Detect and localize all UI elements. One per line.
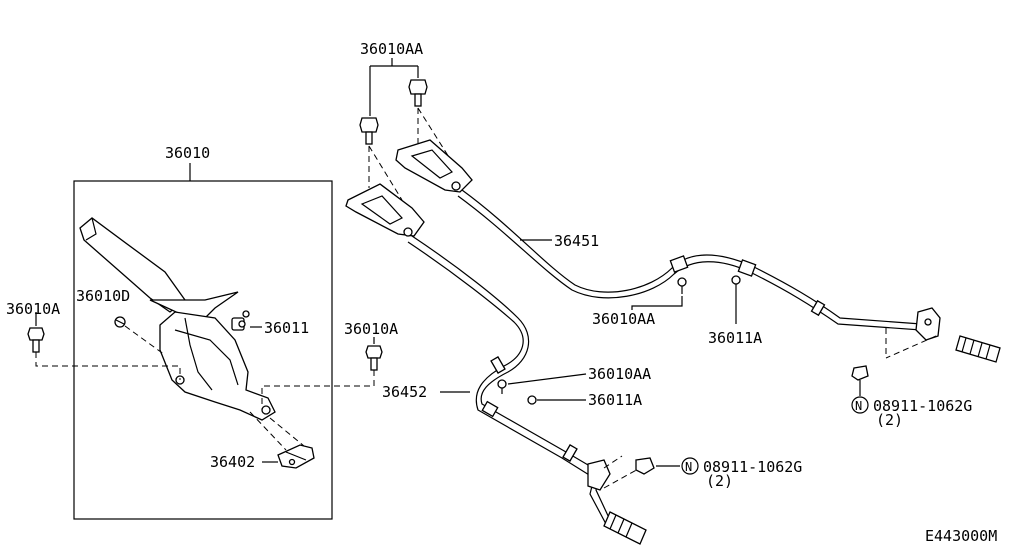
label-upper-nut: 08911-1062G: [873, 397, 972, 415]
label-front-cable: 36451: [554, 232, 599, 250]
label-lever-bolt: 36010D: [76, 287, 130, 305]
front-cable-clip: [731, 275, 741, 292]
label-lever-assembly: 36010: [165, 144, 210, 162]
label-rear-cable: 36452: [382, 383, 427, 401]
lever-clip: [231, 310, 250, 331]
label-front-cable-bolt: 36010AA: [592, 310, 655, 328]
label-nut-symbol-lower: N: [685, 460, 692, 474]
label-rear-cable-clip: 36011A: [588, 391, 642, 409]
label-top-bolts: 36010AA: [360, 40, 423, 58]
label-middle-bolt: 36010A: [344, 320, 398, 338]
rear-cable-clip: [527, 395, 537, 405]
front-cable-bracket: [395, 139, 473, 193]
hand-brake-lever: [79, 217, 276, 421]
label-front-cable-clip: 36011A: [708, 329, 762, 347]
nut-symbol-upper: [851, 396, 869, 414]
lever-bolt-36010D: [114, 316, 126, 328]
figure-code: E443000M: [925, 527, 997, 545]
top-bolt-left: [359, 117, 379, 145]
label-lower-nut-qty: (2): [706, 472, 733, 490]
lever-assembly-frame: [73, 180, 333, 520]
label-rear-cable-bolt: 36010AA: [588, 365, 651, 383]
lower-nut: [635, 457, 655, 475]
label-lever-clip: 36011: [264, 319, 309, 337]
bracket-36402: [277, 444, 315, 469]
rear-cable-36452: [407, 235, 647, 545]
front-cable-36451: [457, 189, 1001, 363]
upper-nut: [851, 365, 869, 381]
label-upper-nut-qty: (2): [876, 411, 903, 429]
label-nut-symbol-upper: N: [855, 399, 862, 413]
label-lower-nut: 08911-1062G: [703, 458, 802, 476]
nut-symbol-lower: [681, 457, 699, 475]
label-bracket: 36402: [210, 453, 255, 471]
rear-cable-bracket: [345, 183, 425, 237]
top-bolt-right: [408, 79, 428, 107]
middle-bolt-36010A: [365, 345, 383, 371]
label-left-bolt: 36010A: [6, 300, 60, 318]
left-bolt-36010A: [27, 327, 45, 353]
rear-cable-bolt: [497, 379, 507, 394]
front-cable-bolt: [677, 277, 687, 294]
